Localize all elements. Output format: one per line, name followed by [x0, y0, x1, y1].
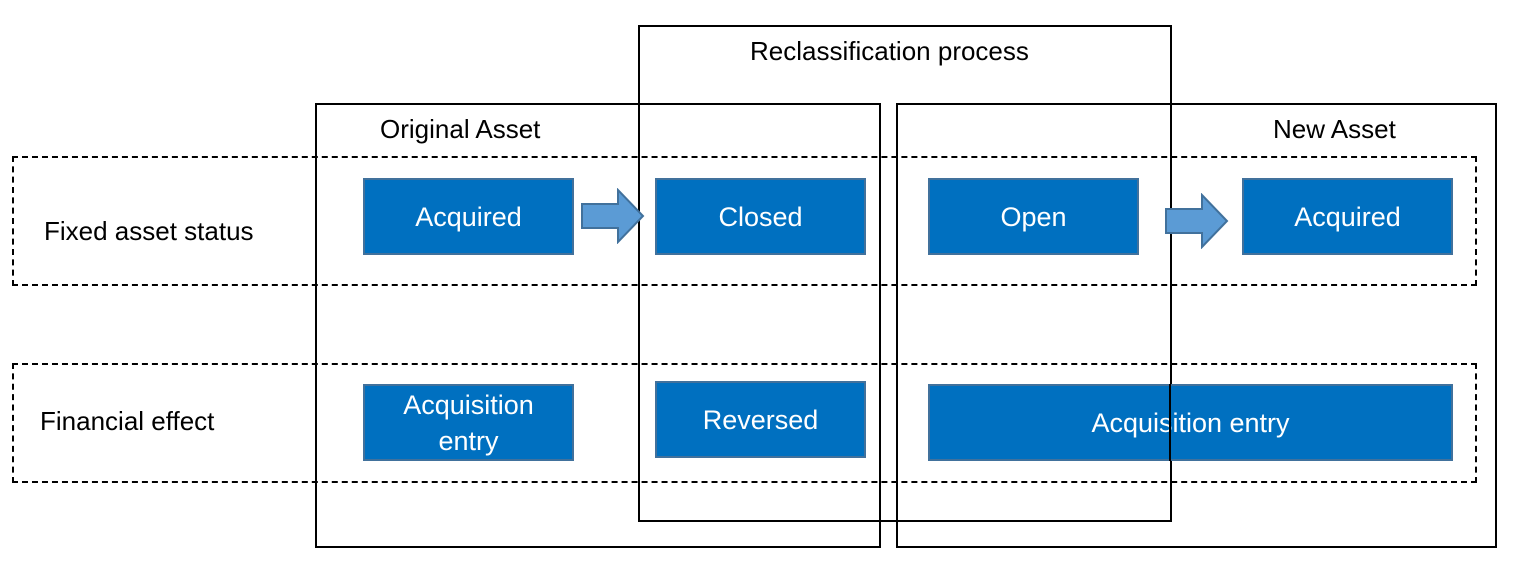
- reclassification-title: Reclassification process: [750, 36, 1029, 66]
- new-acquired-label: Acquired: [1294, 201, 1401, 232]
- open-box: Open: [928, 178, 1139, 255]
- original-acquired-box: Acquired: [363, 178, 574, 255]
- reversed-label: Reversed: [702, 404, 819, 435]
- new-asset-frame: [896, 103, 1497, 548]
- status-row-band: [12, 156, 1477, 286]
- original-asset-title: Original Asset: [380, 114, 541, 144]
- closed-label: Closed: [718, 201, 803, 232]
- right-arrow-icon: [581, 188, 645, 244]
- right-arrow-icon: [1165, 193, 1229, 249]
- original-acquisition-entry-line2: entry: [438, 425, 499, 456]
- reclassification-frame: [638, 25, 1172, 522]
- original-acquisition-entry-line1: Acquisition: [403, 389, 534, 420]
- financial-row-band: [12, 363, 1477, 483]
- new-acquisition-entry-box: Acquisition entry: [928, 384, 1453, 461]
- reversed-box: Reversed: [655, 381, 866, 458]
- original-acquired-label: Acquired: [415, 201, 522, 232]
- financial-row-label: Financial effect: [40, 406, 215, 436]
- open-label: Open: [1000, 201, 1067, 232]
- new-acquired-box: Acquired: [1242, 178, 1453, 255]
- closed-box: Closed: [655, 178, 866, 255]
- original-asset-frame: [315, 103, 881, 548]
- reclassification-frame-overlay-line: [1169, 384, 1171, 461]
- status-row-label: Fixed asset status: [44, 216, 254, 246]
- original-acquisition-entry-box: Acquisition entry: [363, 384, 574, 461]
- new-acquisition-entry-label: Acquisition entry: [1091, 407, 1290, 438]
- new-asset-title: New Asset: [1273, 114, 1396, 144]
